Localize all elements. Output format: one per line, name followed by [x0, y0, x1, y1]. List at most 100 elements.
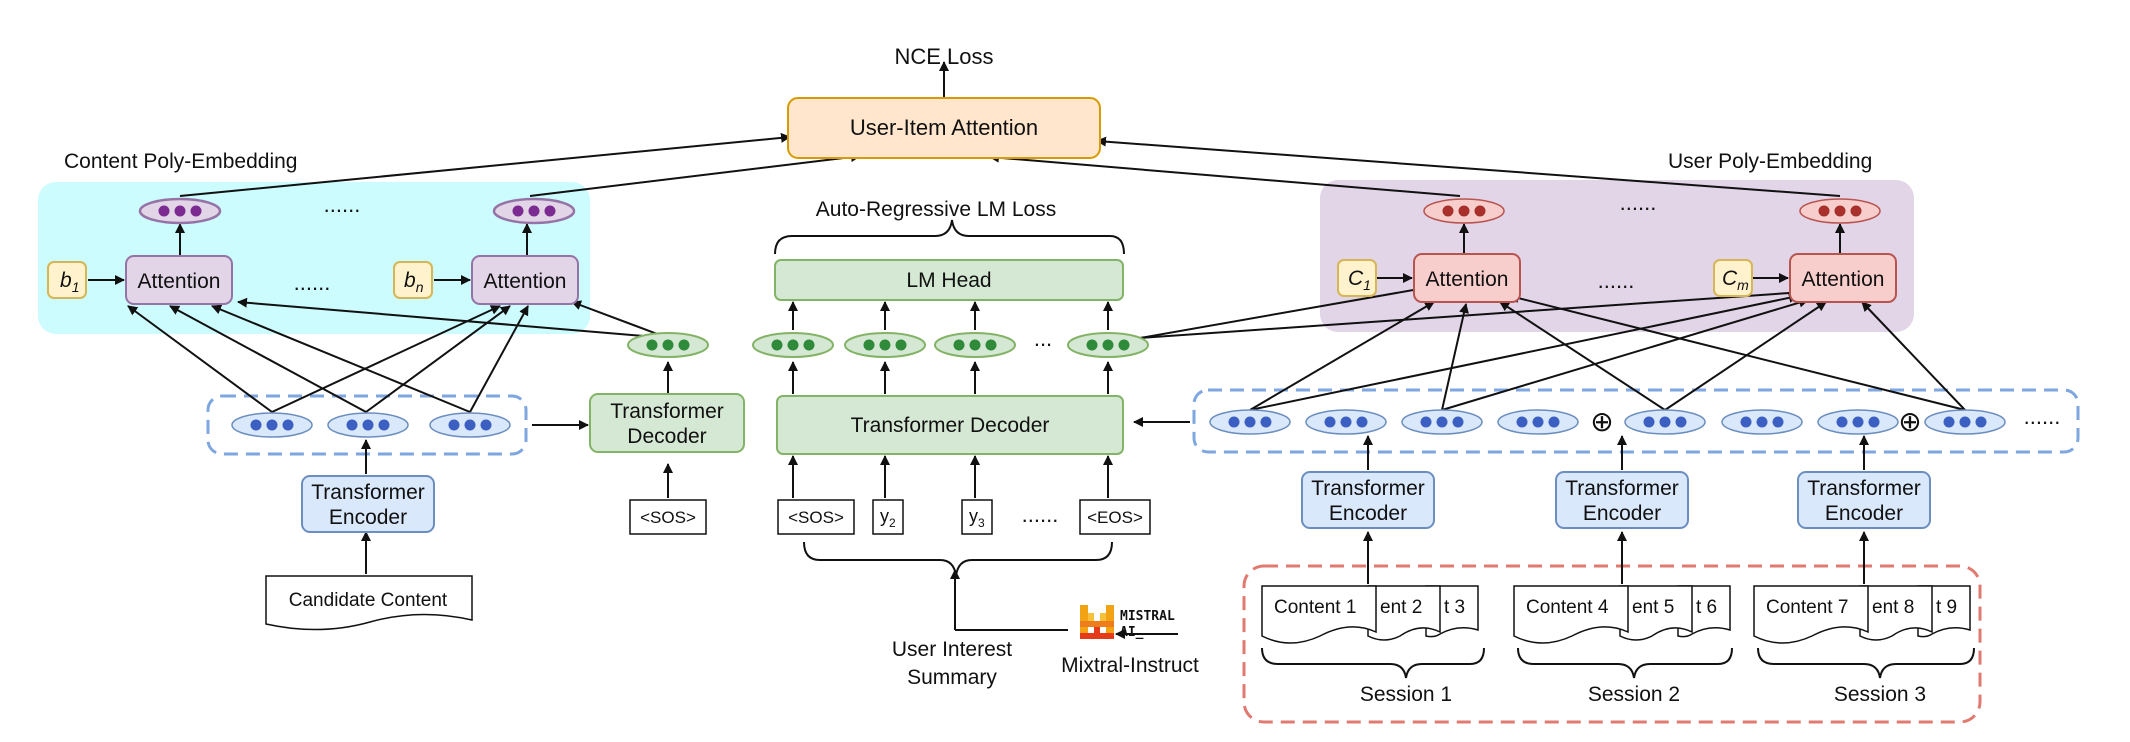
svg-text:y2: y2: [880, 506, 896, 530]
user-attention-m-label: Attention: [1802, 268, 1885, 291]
content-transformer-decoder: Transformer Decoder: [589, 393, 745, 453]
user-embedding-5: [1624, 409, 1706, 435]
mistral-logo-text-2: AI_: [1120, 625, 1144, 640]
svg-text:Content 1: Content 1: [1274, 597, 1356, 618]
user-row-ellipsis: ......: [2024, 404, 2061, 429]
tokens-brace: [803, 541, 1113, 577]
svg-text:Encoder: Encoder: [1583, 502, 1661, 525]
svg-text:Encoder: Encoder: [1825, 502, 1903, 525]
c1-token: C1: [1337, 259, 1377, 297]
user-query-embedding-m: [1799, 198, 1881, 224]
svg-text:t 3: t 3: [1444, 597, 1465, 618]
user-transformer-encoder-3: Transformer Encoder: [1797, 471, 1931, 529]
lm-loss-label: Auto-Regressive LM Loss: [816, 198, 1056, 221]
content-attention-n: Attention: [471, 255, 579, 305]
user-embedding-4: [1497, 409, 1579, 435]
user-transformer-encoder-1: Transformer Encoder: [1301, 471, 1435, 529]
user-item-attention-box: User-Item Attention: [787, 97, 1101, 159]
svg-text:Cm: Cm: [1722, 267, 1749, 293]
token-eos: <EOS>: [1079, 499, 1151, 535]
user-poly-title: User Poly-Embedding: [1668, 150, 1872, 173]
decoder-output-embedding-2: [844, 332, 926, 358]
content-sos-token: <SOS>: [629, 499, 707, 535]
mistral-logo-text-1: MISTRAL: [1120, 609, 1175, 624]
user-embedding-6: [1721, 409, 1803, 435]
content-token-embedding-2: [327, 412, 409, 438]
user-interest-summary-line2: Summary: [907, 666, 997, 689]
user-query-embedding-1: [1423, 198, 1505, 224]
svg-text:Content 7: Content 7: [1766, 597, 1848, 618]
svg-text:Content 4: Content 4: [1526, 597, 1609, 618]
decoder-output-embedding-1: [752, 332, 834, 358]
svg-text:Transformer: Transformer: [1311, 477, 1425, 500]
history-sessions-container: [1242, 564, 1982, 724]
center-transformer-decoder: Transformer Decoder: [776, 395, 1124, 455]
user-embedding-7: [1817, 409, 1899, 435]
svg-text:ent 5: ent 5: [1632, 597, 1674, 618]
plus-icon-2: ⊕: [1898, 406, 1921, 437]
content-query-embedding-1: [138, 197, 222, 225]
content-transformer-encoder: Transformer Encoder: [301, 475, 435, 533]
token-y2: y2: [872, 499, 904, 535]
lm-head-box: LM Head: [774, 259, 1124, 301]
svg-text:Encoder: Encoder: [1329, 502, 1407, 525]
user-embedding-3: [1401, 409, 1483, 435]
decoder-output-embedding-last: [1067, 332, 1149, 358]
session-3-brace: [1757, 647, 1975, 679]
svg-text:Transformer: Transformer: [1565, 477, 1679, 500]
user-top-ellipsis: ......: [1620, 190, 1657, 215]
svg-text:<EOS>: <EOS>: [1087, 508, 1143, 527]
content-attention-1-label: Attention: [138, 270, 221, 293]
content-decoder-output-embedding: [627, 332, 709, 358]
user-embedding-8: [1924, 409, 2006, 435]
connections: [88, 61, 1966, 639]
svg-text:bn: bn: [404, 269, 424, 295]
session-1-label: Session 1: [1360, 683, 1452, 706]
session-2-brace: [1517, 647, 1733, 679]
svg-text:<SOS>: <SOS>: [640, 508, 696, 527]
content-poly-title: Content Poly-Embedding: [64, 150, 297, 173]
content-token-embedding-1: [231, 412, 313, 438]
session-2-documents: Content 4 ent 5 t 6: [1513, 585, 1731, 644]
user-embedding-1: [1209, 409, 1291, 435]
user-interest-summary-line1: User Interest: [892, 638, 1012, 661]
mistral-logo-icon: [1080, 605, 1114, 639]
svg-text:ent 2: ent 2: [1380, 597, 1422, 618]
user-attention-m: Attention: [1789, 253, 1897, 303]
svg-text:b1: b1: [60, 269, 79, 295]
token-sos: <SOS>: [777, 499, 855, 535]
svg-text:C1: C1: [1348, 267, 1371, 293]
svg-text:y3: y3: [969, 506, 985, 530]
content-query-embedding-n: [492, 197, 576, 225]
mixtral-instruct-label: Mixtral-Instruct: [1061, 654, 1199, 677]
svg-text:Transformer: Transformer: [311, 481, 425, 504]
content-mid-ellipsis: ......: [294, 270, 331, 295]
session-2-label: Session 2: [1588, 683, 1680, 706]
svg-text:Decoder: Decoder: [627, 425, 706, 448]
content-attention-1: Attention: [125, 255, 233, 305]
plus-icon-1: ⊕: [1590, 406, 1613, 437]
user-item-attention-label: User-Item Attention: [850, 115, 1038, 140]
decoder-output-embedding-3: [934, 332, 1016, 358]
bn-token: bn: [393, 261, 433, 299]
cm-token: Cm: [1713, 259, 1753, 297]
nce-loss-label: NCE Loss: [894, 44, 993, 69]
svg-text:ent 8: ent 8: [1872, 597, 1914, 618]
decoder-output-ellipsis: ...: [1034, 326, 1052, 351]
user-attention-1: Attention: [1413, 253, 1521, 303]
user-embedding-2: [1305, 409, 1387, 435]
svg-text:t 9: t 9: [1936, 597, 1957, 618]
svg-text:Encoder: Encoder: [329, 506, 407, 529]
token-ellipsis: ......: [1022, 502, 1059, 527]
content-top-ellipsis: ......: [324, 192, 361, 217]
user-mid-ellipsis: ......: [1598, 268, 1635, 293]
token-y3: y3: [961, 499, 993, 535]
user-transformer-encoder-2: Transformer Encoder: [1555, 471, 1689, 529]
session-3-label: Session 3: [1834, 683, 1926, 706]
session-1-brace: [1261, 647, 1485, 679]
svg-text:<SOS>: <SOS>: [788, 508, 844, 527]
svg-text:Transformer: Transformer: [1807, 477, 1921, 500]
session-1-documents: Content 1 ent 2 t 3: [1261, 585, 1479, 644]
svg-text:Transformer: Transformer: [610, 400, 724, 423]
